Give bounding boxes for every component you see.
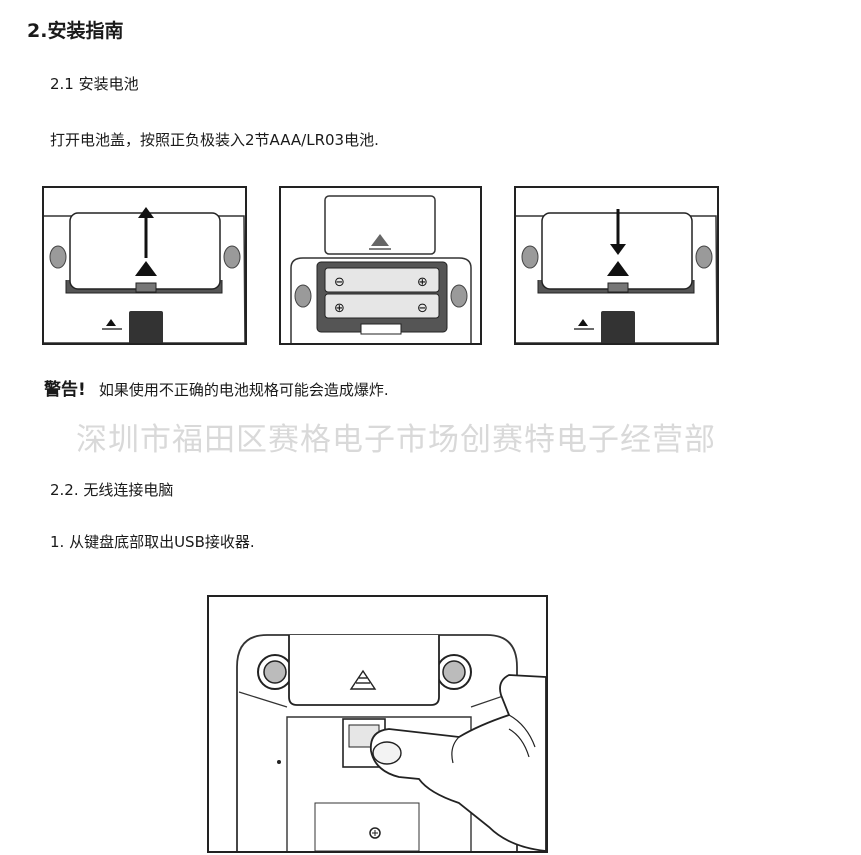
warning-text: 如果使用不正确的电池规格可能会造成爆炸. (98, 381, 389, 399)
triangle-marker-icon (135, 261, 157, 276)
minus-terminal-icon: ⊖ (334, 275, 345, 290)
section-title: 2.安装指南 (27, 20, 124, 42)
step-remove-receiver: 1. 从键盘底部取出USB接收器. (50, 533, 255, 551)
battery-instruction: 打开电池盖，按照正负极装入2节AAA/LR03电池. (50, 131, 379, 149)
triangle-marker-icon (607, 261, 629, 276)
hand-icon (369, 674, 546, 851)
subsection-title-wireless: 2.2. 无线连接电脑 (50, 481, 174, 499)
figure-remove-usb-receiver (207, 595, 548, 853)
figure-battery-compartment: ⊖ ⊕ ⊕ ⊖ (279, 186, 482, 345)
arrow-down-icon (610, 209, 626, 255)
plus-terminal-icon: ⊕ (334, 301, 345, 316)
arrow-up-icon (138, 207, 154, 258)
plus-terminal-icon: ⊕ (417, 275, 428, 290)
subsection-title-battery: 2.1 安装电池 (50, 75, 139, 93)
figure-cover-close (514, 186, 719, 345)
minus-terminal-icon: ⊖ (417, 301, 428, 316)
figure-cover-open (42, 186, 247, 345)
warning-label: 警告! (44, 380, 86, 400)
triangle-marker-icon (349, 669, 377, 690)
warning-line: 警告! 如果使用不正确的电池规格可能会造成爆炸. (44, 375, 389, 400)
watermark-text: 深圳市福田区赛格电子市场创赛特电子经营部 (76, 422, 716, 458)
